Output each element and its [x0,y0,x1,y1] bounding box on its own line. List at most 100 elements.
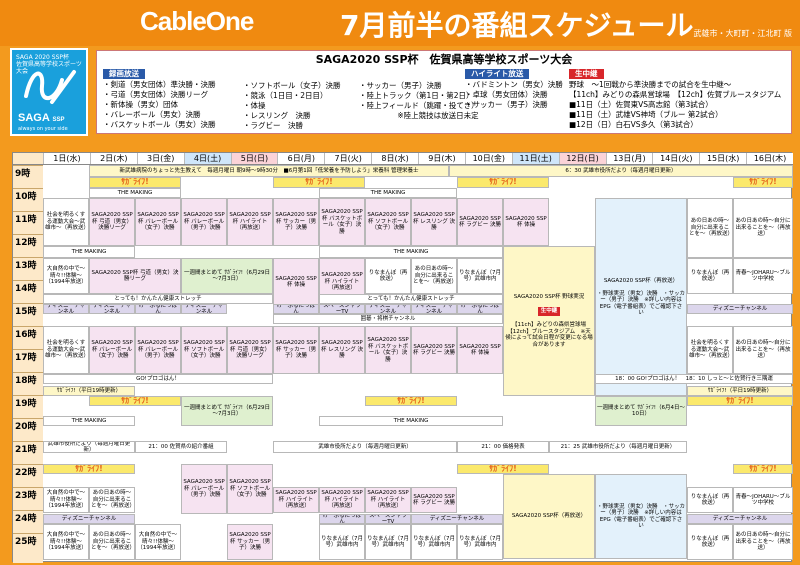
program-cell[interactable]: ディズニーチャンネル [687,514,793,524]
program-cell[interactable]: ディズニーチャンネル [181,304,227,314]
program-cell[interactable]: THE MAKING [319,188,457,198]
program-cell[interactable]: ｻｶﾞﾗｲﾌ! [89,396,181,406]
program-cell[interactable]: ｻｶﾞﾗｲﾌ! [43,464,135,474]
program-cell[interactable]: 青春～JOHARU～ブルツ中学校 [733,487,793,513]
program-cell[interactable]: SAGA2020 SSP杯 レスリング 決勝 [411,198,457,246]
program-cell[interactable]: SAGA2020 SSP杯 バレーボール（女子）決勝 [135,198,181,246]
program-cell[interactable]: あの日あの時～自分に出来ることを～（再放送） [411,258,457,294]
program-cell[interactable]: THE MAKING [43,416,135,426]
program-cell[interactable]: りなまんぼ（再放送） [365,258,411,294]
program-cell[interactable]: りなまんぼ（7月号）武雄市内 [365,524,411,560]
program-cell[interactable]: あの日あの時～自分に出来ることを～（再放送） [89,487,135,513]
program-cell[interactable]: 一週間まとめて ｻｶﾞﾗｲﾌ!（6月29日～7月3日） [181,258,273,294]
program-cell[interactable]: 21：25 武雄市役所だより（毎週月曜日更新） [549,441,687,453]
program-cell[interactable]: THE MAKING [319,416,503,426]
program-cell[interactable]: りなまんぼ（7月号）武雄市内 [319,524,365,560]
program-cell[interactable]: 社会を明るくする運動大会～武雄市～（再放送） [687,326,733,374]
program-cell[interactable]: 21：00 価格発表 [457,441,549,453]
program-cell[interactable]: あの日あの時～自分に出来ることを～（再放送） [89,524,135,560]
program-cell[interactable]: SAGA2020 SSP杯（再放送）・野球実況（男女）決勝 ・サッカー（男子）決… [595,198,687,396]
program-cell[interactable]: 武雄市役所だより（毎週月曜日更新） [273,441,457,453]
program-cell[interactable]: けーぶるにっぽん [457,304,503,314]
program-cell[interactable]: ｻｶﾞﾗｲﾌ! [687,396,793,406]
program-cell[interactable]: りなまんぼ（7月号）武雄市内 [457,524,503,560]
program-cell[interactable]: 18：00 GO!プロゴはん！ 18：10 しっと～と佐賀行き三隅運 [595,374,793,384]
program-cell[interactable]: SAGA2020 SSP杯 サッカー（男子）決勝 [273,198,319,246]
program-cell[interactable]: ディズニーチャンネル [89,304,135,314]
program-cell[interactable]: 大自然の中で～晴々!!体験～（1994年放送） [43,524,89,560]
program-cell[interactable]: SAGA2020 SSP杯 レスリング 決勝 [319,326,365,374]
program-cell[interactable]: SAGA2020 SSP杯 サッカー（男子）決勝 [273,326,319,374]
program-cell[interactable]: けーぶるにっぽん [273,304,319,314]
program-cell[interactable]: りなまんぼ（再放送） [687,524,733,560]
program-cell[interactable]: SAGA2020 SSP杯 サッカー（男子）決勝 [227,524,273,560]
program-cell[interactable]: SAGA2020 SSP杯 バスケットボール（女子）決勝 [319,198,365,246]
program-cell[interactable]: SAGA2020 SSP杯 ハイライト（再放送） [365,487,411,513]
program-cell[interactable]: THE MAKING [43,246,135,258]
program-cell[interactable]: ｻｶﾞﾗｲﾌ!（平日19時更新） [687,386,793,396]
program-cell[interactable]: 大自然の中で～晴々!!体験～（1994年放送） [135,524,181,560]
program-cell[interactable]: ｻｶﾞﾗｲﾌ! [733,464,793,474]
program-cell[interactable]: SAGA2020 SSP杯 弓道（男女）決勝リーグ [89,198,135,246]
program-cell[interactable]: SAGA2020 SSP杯 ラグビー 決勝 [457,198,503,246]
program-cell[interactable]: ｻｶﾞﾗｲﾌ! [89,177,181,188]
program-cell[interactable]: SAGA2020 SSP杯 弓道（男女）決勝リーグ [89,258,181,294]
program-cell[interactable]: SAGA2020 SSP杯 ソフトボール（女子）決勝 [365,198,411,246]
program-cell[interactable]: 社会を明るくする運動大会～武雄市～（再放送） [43,326,89,374]
program-cell[interactable]: SAGA2020 SSP杯 体操 [273,258,319,306]
program-cell[interactable]: りなまんぼ（7月号）武雄市内 [457,258,503,294]
program-cell[interactable]: 社会を明るくする運動大会～武雄市～（再放送） [43,198,89,246]
program-cell[interactable]: 大自然の中で～晴々!!体験～（1994年放送） [43,487,89,513]
program-cell[interactable]: りなまんぼ（再放送） [687,258,733,294]
program-cell[interactable]: 一週間まとめて ｻｶﾞﾗｲﾌ!（6月4日～10日） [595,396,687,426]
program-cell[interactable]: ｻｶﾞﾗｲﾌ! [733,177,793,188]
program-cell[interactable]: とっても！かんたん健康ストレッチ [319,294,503,304]
program-cell[interactable]: スペースシャワーTV [365,514,411,524]
program-cell[interactable]: けーぶるにっぽん [135,304,181,314]
program-cell[interactable]: ディズニーチャンネル [411,304,457,314]
program-cell[interactable]: SAGA2020 SSP杯 ラグビー 決勝 [411,487,457,513]
program-cell[interactable]: ｻｶﾞﾗｲﾌ! [273,177,365,188]
program-cell[interactable]: SAGA2020 SSP杯 バレーボール（男子）決勝 [181,198,227,246]
program-cell[interactable]: ディズニーチャンネル [411,514,503,524]
program-cell[interactable]: 新武雄病院のちょっと先生教えて 毎週月曜日 朝9時～9時30分 ■6月第1回「低… [89,165,449,177]
program-cell[interactable]: SAGA2020 SSP杯 バスケットボール（女子）決勝 [365,326,411,374]
program-cell[interactable]: THE MAKING [89,188,181,198]
program-cell[interactable]: 一週間まとめて ｻｶﾞﾗｲﾌ!（6月29日～7月3日） [181,396,273,426]
program-cell[interactable]: SAGA2020 SSP杯 体操 [503,198,549,246]
program-cell[interactable]: ディズニーチャンネル [687,304,793,314]
program-cell[interactable]: ｻｶﾞﾗｲﾌ! [457,177,549,188]
program-cell[interactable]: SAGA2020 SSP杯 ソフトボール（女子）決勝 [227,464,273,514]
program-cell[interactable]: 青春～JOHARU～ブルツ中学校 [733,258,793,294]
program-cell[interactable]: SAGA2020 SSP杯 ソフトボール（女子）決勝 [181,326,227,374]
program-cell[interactable]: 囲碁・将棋チャンネル [273,314,503,324]
program-cell[interactable]: ・野球実況（男女）決勝 ・サッカー（男子）決勝 ※詳しい内容はEPG（電子番組表… [595,474,687,559]
program-cell[interactable]: ｻｶﾞﾗｲﾌ! [365,396,457,406]
live-baseball-cell[interactable]: SAGA2020 SSP杯 野球実況生中継【11ch】みどりの森県営球場 【12… [503,246,595,396]
program-cell[interactable]: ｻｶﾞﾗｲﾌ!（平日19時更新） [43,386,135,396]
program-cell[interactable]: ディズニーチャンネル [43,304,89,314]
program-cell[interactable]: あの日あの時～自分に出来ることを～（再放送） [733,524,793,560]
program-cell[interactable]: ディズニーチャンネル [365,304,411,314]
program-cell[interactable]: SAGA2020 SSP杯 ハイライト（再放送） [319,487,365,513]
program-cell[interactable]: りなまんぼ（再放送） [687,487,733,513]
program-cell[interactable]: あの日あの時～自分に出来ることを～（再放送） [687,198,733,258]
program-cell[interactable]: SAGA2020 SSP杯 体操 [457,326,503,374]
program-cell[interactable]: 大自然の中で～晴々!!体験～（1994年放送） [43,258,89,294]
program-cell[interactable]: SAGA2020 SSP杯 ハイライト（再放送） [227,198,273,246]
program-cell[interactable]: SAGA2020 SSP杯（再放送） [503,474,595,559]
program-cell[interactable]: SAGA2020 SSP杯 バレーボール（女子）決勝 [89,326,135,374]
program-cell[interactable]: スペースシャワーTV [319,304,365,314]
program-cell[interactable]: 武雄市役所だより（毎週月曜日更新） [43,441,135,453]
program-cell[interactable]: 21：00 佐賀県の紹介番組 [135,441,227,453]
program-cell[interactable]: SAGA2020 SSP杯 ハイライト（再放送） [273,487,319,513]
program-cell[interactable]: りなまんぼ（7月号）武雄市内 [411,524,457,560]
program-cell[interactable]: あの日あの時～自分に出来ることを～（再放送） [733,326,793,374]
program-cell[interactable]: GO!プロゴはん！ [43,374,273,384]
program-cell[interactable]: THE MAKING [319,246,503,258]
program-cell[interactable]: けーぶるにっぽん [319,514,365,524]
program-cell[interactable]: 6：30 武雄市役所だより（毎週月曜日更新） [449,165,793,177]
program-cell[interactable]: SAGA2020 SSP杯 ラグビー 決勝 [411,326,457,374]
program-cell[interactable]: とっても！かんたん健康ストレッチ [43,294,273,304]
program-cell[interactable]: あの日あの時～自分に出来ることを～（再放送） [733,198,793,258]
